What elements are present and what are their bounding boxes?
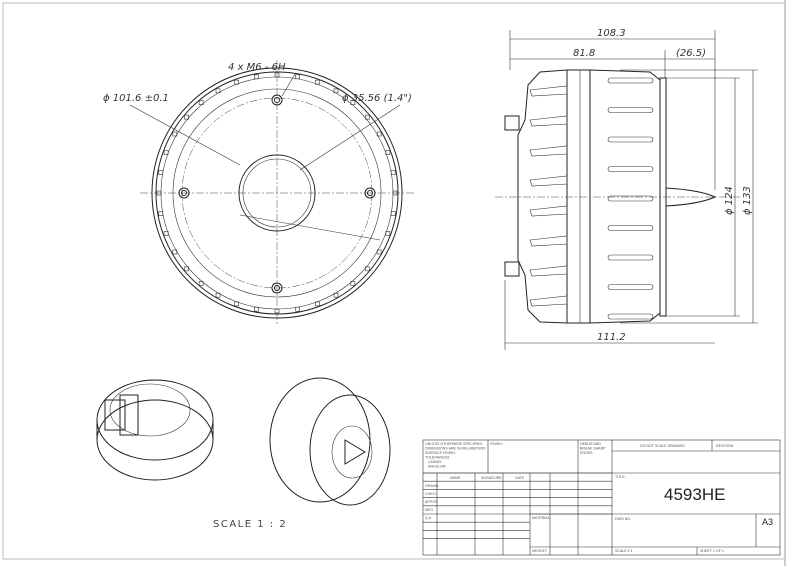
cooling-slot [607,77,654,84]
revision-label: REVISION [716,444,734,448]
rim-fin [158,170,164,175]
rim-fin [254,306,259,312]
rim-fin [390,170,396,175]
rim-fin [350,281,356,286]
rim-fin [198,100,204,105]
rim-fin [254,74,259,80]
note-line: UNLESS OTHERWISE SPECIFIED: [425,442,483,446]
cooling-slot [607,195,654,202]
do-not-scale-label: DO NOT SCALE DRAWING [640,444,685,448]
cooling-fin [529,145,568,157]
rim-fin [385,150,391,155]
rim-fin [158,211,164,216]
cooling-fin [529,85,568,97]
cooling-slot [607,107,654,113]
note-line: TOLERANCES: [425,456,450,460]
rim-fin [156,190,162,196]
header-name: NAME [450,476,461,480]
front-view: ϕ 101.6 ±0.1 4 x M6 - 6H ϕ 35.56 (1.4") [103,60,414,325]
scale-value: SCALE:1:1 [615,549,633,553]
isometric-view-rear [96,379,214,481]
rim-fin [215,88,221,94]
cooling-slot [607,254,654,261]
rim-fin [365,266,370,272]
scale-label: SCALE 1 : 2 [213,519,287,530]
dim-outer-diameter: ϕ 101.6 ±0.1 [103,93,169,104]
cooling-fin [529,115,568,127]
sheet-size: A3 [762,517,773,527]
rim-fin [184,266,189,272]
side-view: 108.3 81.8 (26.5) 111.2 ϕ 124 ϕ 133 [495,28,758,350]
drawing-title: 4593HE [664,485,725,504]
rim-fin [234,301,239,307]
row-drawn: DRAWN [425,484,439,488]
rim-fin [333,292,339,298]
dim-total-length: 108.3 [597,28,626,39]
cooling-slot [607,313,654,320]
cooling-fin [529,175,568,187]
note-line: SURFACE FINISH: [425,451,456,455]
rim-fin [295,74,300,80]
rim-fin [376,249,382,255]
title-block: UNLESS OTHERWISE SPECIFIED: DIMENSIONS A… [422,439,781,556]
rim-fin [365,114,370,120]
mounting-holes [178,94,376,294]
deburr-label: DEBUR AND [580,442,601,446]
cooling-fin [529,265,568,277]
cooling-slot [607,284,654,290]
rim-fin [376,131,382,137]
note-line: DIMENSIONS ARE IN MILLIMETERS [425,447,486,451]
rim-fin [198,281,204,286]
rim-fin [215,292,221,298]
row-checked: CHK'D [425,492,436,496]
dim-mounting-holes: 4 x M6 - 6H [228,62,286,73]
cooling-fin [529,235,568,247]
header-signature: SIGNATURE [481,476,502,480]
cooling-fin [529,205,568,217]
rim-fin [172,249,178,255]
dwg-no-label: DWG NO. [615,517,631,521]
cooling-fin [529,295,568,307]
dim-diameter-133: ϕ 133 [742,186,753,215]
rim-fin [295,306,300,312]
weight-label: WEIGHT: [532,549,547,553]
dim-throat-diameter: ϕ 35.56 (1.4") [342,93,412,104]
dim-plug-length: (26.5) [676,48,706,59]
rim-fin [184,114,189,120]
rim-fin [274,308,280,314]
title-label: TITLE: [615,475,626,479]
dim-body-length: 81.8 [573,48,595,59]
deburr-label: BREAK SHARP [580,447,606,451]
note-line: ANGULAR: [428,465,446,469]
cooling-slot [607,136,654,143]
rim-fin [163,231,169,236]
sheet-number: SHEET 1 OF 1 [700,549,724,553]
cooling-slot [607,225,654,231]
rim-fin [392,190,398,196]
dim-diameter-124: ϕ 124 [724,186,735,215]
rim-fin [163,150,169,155]
row-mfg: MFG [425,508,433,512]
rim-fin [315,79,320,85]
isometric-view-front [269,377,391,506]
finish-label: FINISH: [490,442,503,446]
row-qa: Q.A [425,516,432,520]
rim-fin [390,211,396,216]
dim-bottom-length: 111.2 [597,332,626,343]
sheet-border [2,2,786,560]
rim-fin [350,100,356,105]
rim-fin [234,79,239,85]
rim-fin [333,88,339,94]
rim-fin [315,301,320,307]
deburr-label: EDGES [580,451,593,455]
cooling-slot [607,166,654,172]
material-label: MATERIAL: [532,516,551,520]
row-approved: APPV'D [425,500,438,504]
header-date: DATE [515,476,525,480]
rim-fin [274,72,280,78]
rim-fin [172,131,178,137]
note-line: LINEAR: [428,460,442,464]
rim-fin [385,231,391,236]
